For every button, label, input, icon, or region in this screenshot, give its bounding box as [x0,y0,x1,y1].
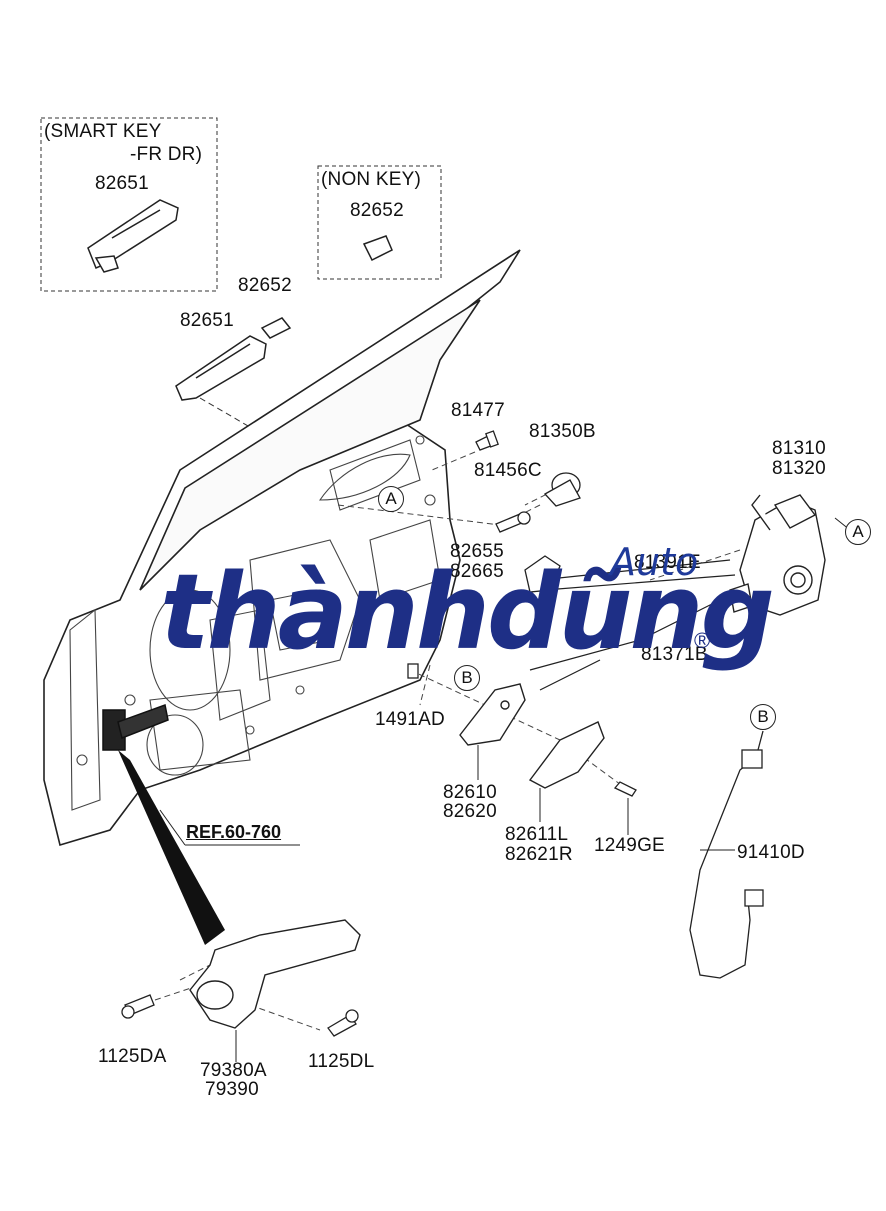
watermark-auto: Auto [610,540,699,584]
smart-key-box [40,117,218,292]
part-label-82652-nonkey: 82652 [350,200,404,221]
reference-label: REF.60-760 [186,822,282,842]
wiring-91410D-part [689,730,764,979]
outside-handle-part [175,317,292,401]
part-label-82611L: 82611L [505,824,569,845]
escutcheon-82611L-part [528,721,605,789]
part-label-1491AD: 1491AD [375,709,445,730]
part-label-82621R: 82621R [505,844,573,865]
part-label-79390: 79390 [205,1079,259,1100]
outside-handle-smartkey-part [87,199,179,273]
smart-key-box-title: (SMART KEY [44,121,162,142]
part-label-82610: 82610 [443,782,497,803]
bolt-1125DL-part [327,1009,359,1037]
door-latch-81310-part [729,494,826,616]
watermark-registered-mark: ® [694,628,711,653]
part-label-82665: 82665 [450,561,504,582]
callout-b-wiring: B [750,704,776,730]
door-panel [43,249,521,847]
inside-handle-rod-82655-part [524,555,561,593]
part-label-1125DA: 1125DA [98,1046,167,1067]
callout-a-latch: A [845,519,871,545]
callout-b-handle: B [454,665,480,691]
bolt-1125DA-part [121,994,155,1019]
inside-handle-82610-part [459,683,526,746]
bolt-81456C-part [495,511,531,533]
non-key-box [317,165,442,280]
door-check-bracket [102,703,169,751]
part-label-82655: 82655 [450,541,504,562]
bolt-81477-part [475,430,499,451]
part-label-81320: 81320 [772,458,826,479]
part-label-81391E: 81391E [634,552,701,573]
screw-1249GE-part [613,781,637,797]
door-check-79380A-part [189,919,361,1029]
part-label-81456C: 81456C [474,460,542,481]
part-label-82651-smartkey: 82651 [95,173,149,194]
part-label-82652: 82652 [238,275,292,296]
ref-arrow [118,750,225,945]
part-label-81371B: 81371B [641,644,708,665]
part-label-81350B: 81350B [529,421,596,442]
striker-81350B-part [543,472,581,507]
door-inner-details [69,435,441,811]
part-label-82620: 82620 [443,801,497,822]
handle-cap-nonkey-part [362,235,393,262]
clip-1491AD-part [407,663,419,679]
part-label-81310: 81310 [772,438,826,459]
smart-key-box-subtitle: -FR DR) [130,144,203,165]
part-label-1125DL: 1125DL [308,1051,375,1072]
part-label-1249GE: 1249GE [594,835,665,856]
non-key-box-title: (NON KEY) [321,169,421,190]
watermark-brand: thànhdũng [160,551,775,673]
callout-a-door: A [378,486,404,512]
rods-and-cables [529,559,736,691]
part-label-79380A: 79380A [200,1060,267,1081]
part-label-82651: 82651 [180,310,234,331]
part-label-81477: 81477 [451,400,505,421]
part-label-91410D: 91410D [737,842,805,863]
